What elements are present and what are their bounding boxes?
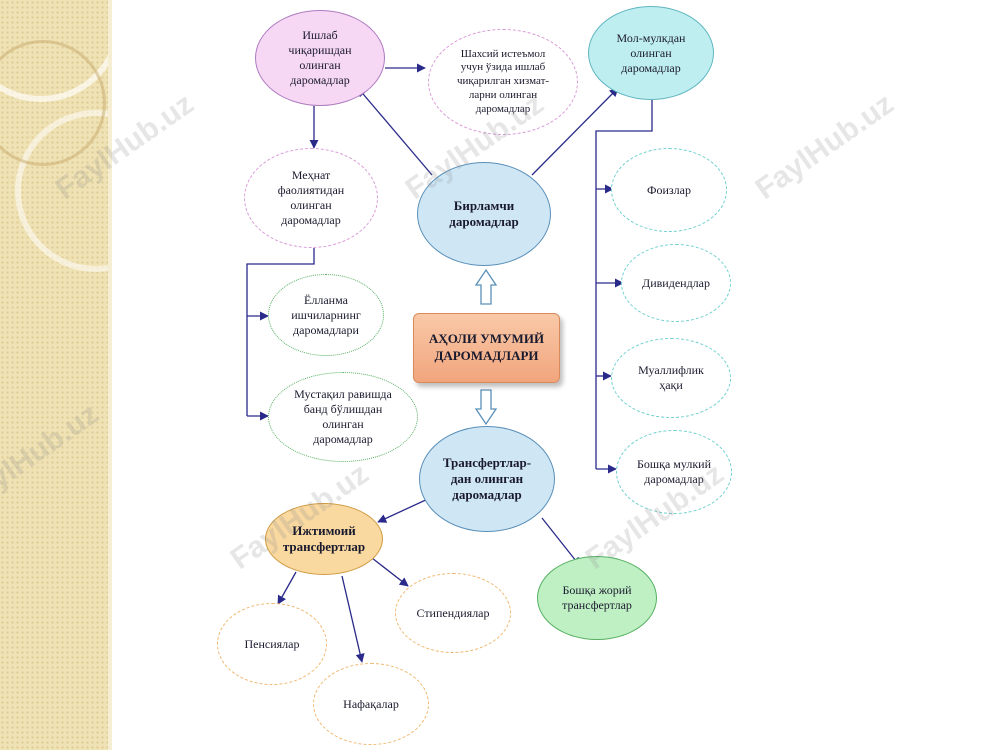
bracket-labor [246,248,315,416]
node-label: Бирламчи даромадлар [449,197,519,229]
arrow-primary-to-property [531,87,619,176]
node-allowances: Нафақалар [313,663,429,745]
sidebar-decoration [0,0,110,750]
node-label: Мустақил равишда банд бўлишдан олинган д… [294,387,392,446]
node-household-services: Шахсий истеъмол учун ўзида ишлаб чиқарил… [428,29,578,135]
node-stipends: Стипендиялар [395,573,511,653]
node-pensions: Пенсиялар [217,603,327,685]
decorative-ring [0,40,106,166]
node-labor-incomes: Меҳнат фаолиятидан олинган даромадлар [244,148,378,248]
node-label: Бошқа мулкий даромадлар [636,457,711,486]
sidebar-edge [108,0,112,750]
block-arrow-up [474,268,498,305]
node-label: Ишлаб чиқаришдан олинган даромадлар [288,28,352,87]
block-arrow-down [474,389,498,426]
node-label: Трансфертлар-дан олинган даромадлар [442,454,532,503]
node-other-transfers: Бошқа жорий трансфертлар [537,556,657,640]
node-label: Фоизлар [647,182,691,197]
node-copyright: Муаллифлик ҳақи [611,338,731,418]
node-self-employed: Мустақил равишда банд бўлишдан олинган д… [268,372,418,462]
node-label: Меҳнат фаолиятидан олинган даромадлар [277,168,345,227]
node-label: Шахсий истеъмол учун ўзида ишлаб чиқарил… [456,47,550,115]
node-interest: Фоизлар [611,148,727,232]
node-primary-incomes: Бирламчи даромадлар [417,162,551,266]
arrow-social-to-pensions [277,571,297,605]
node-label: Нафақалар [343,696,399,711]
node-employee-incomes: Ёлланма ишчиларнинг даромадлари [268,274,384,356]
node-label: Ёлланма ишчиларнинг даромадлари [291,292,361,337]
arrow-social-to-stipends [371,557,409,587]
node-label: Муаллифлик ҳақи [638,363,704,392]
node-label: Стипендиялар [416,605,490,620]
arrow-transfers-to-other [541,517,581,567]
center-total-incomes: АҲОЛИ УМУМИЙ ДАРОМАДЛАРИ [413,313,560,383]
arrow-transfers-to-social [377,497,431,523]
node-dividends: Дивидендлар [621,244,731,322]
node-label: Бошқа жорий трансфертлар [562,583,632,612]
node-production-incomes: Ишлаб чиқаришдан олинган даромадлар [255,10,385,106]
arrow-primary-to-production [357,87,433,176]
node-social-transfers: Ижтимоий трансфертлар [265,503,383,575]
node-other-property: Бошқа мулкий даромадлар [616,430,732,514]
bracket-property [595,100,653,469]
node-label: Ижтимоий трансфертлар [282,522,366,554]
node-property-incomes: Мол-мулкдан олинган даромадлар [588,6,714,100]
node-transfer-incomes: Трансфертлар-дан олинган даромадлар [419,426,555,532]
node-label: Дивидендлар [642,275,710,290]
center-label: АҲОЛИ УМУМИЙ ДАРОМАДЛАРИ [428,331,545,363]
node-label: Мол-мулкдан олинган даромадлар [616,30,686,75]
node-label: Пенсиялар [244,636,300,651]
arrow-social-to-allowances [341,575,365,663]
